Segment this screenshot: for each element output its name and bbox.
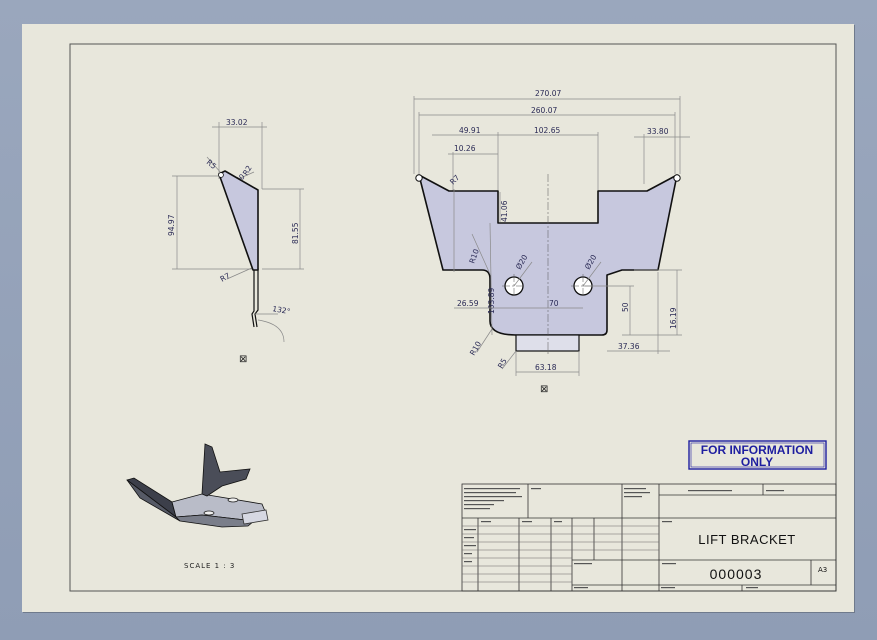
dim-70: 70 [549,299,559,308]
sheet-size: A3 [818,566,827,574]
isometric-view[interactable] [126,443,269,528]
front-view[interactable]: 270.07 260.07 49.91 102.65 33.80 10.26 4… [413,89,690,376]
dim-49-91: 49.91 [459,126,481,135]
dim-63-18: 63.18 [535,363,557,372]
side-view-scale-symbol: ⊠ [239,354,247,365]
drawing-sheet: 33.02 94.97 81.55 R5 Ø5.80 R2 R7 132° ⊠ … [22,24,854,612]
dim-10-26: 10.26 [454,144,476,153]
dim-102-65: 102.65 [534,126,560,135]
dim-41-06: 41.06 [500,200,509,222]
dim-94-97: 94.97 [167,214,176,236]
dim-270-07: 270.07 [535,89,561,98]
drawing-canvas: 33.02 94.97 81.55 R5 Ø5.80 R2 R7 132° ⊠ … [69,43,837,592]
drawing-number[interactable]: 000003 [710,566,763,582]
dim-37-36: 37.36 [618,342,640,351]
dim-33-02: 33.02 [226,118,248,127]
dim-front-r7: R7 [448,173,462,187]
dim-33-80: 33.80 [647,127,669,136]
iso-scale-label: SCALE 1 : 3 [184,562,235,570]
sheet-border [69,43,837,592]
dim-26-59: 26.59 [457,299,479,308]
dim-front-r5: R5 [496,357,509,370]
front-view-scale-symbol: ⊠ [540,384,548,395]
dim-angle-132: 132° [272,304,292,316]
dim-side-r7: R7 [219,271,232,284]
dim-81-55: 81.55 [291,222,300,244]
stamp-line-1: FOR INFORMATION [701,443,813,457]
title-block[interactable]: LIFT BRACKET 000003 A3 [461,483,837,592]
dim-260-07: 260.07 [531,106,557,115]
dim-side-r5: R5 [205,158,219,171]
dim-16-19: 16.19 [669,307,678,329]
side-view[interactable]: 33.02 94.97 81.55 R5 Ø5.80 R2 R7 132° [167,118,304,343]
dim-front-r10-bottom: R10 [468,340,483,357]
dim-50: 50 [621,302,630,312]
info-only-stamp: FOR INFORMATION ONLY [688,440,827,470]
drawing-title[interactable]: LIFT BRACKET [698,532,796,547]
stamp-line-2: ONLY [741,455,773,469]
dim-103-89: 103.89 [487,288,496,314]
dim-side-r2: R2 [241,164,254,177]
side-profile [218,170,259,271]
